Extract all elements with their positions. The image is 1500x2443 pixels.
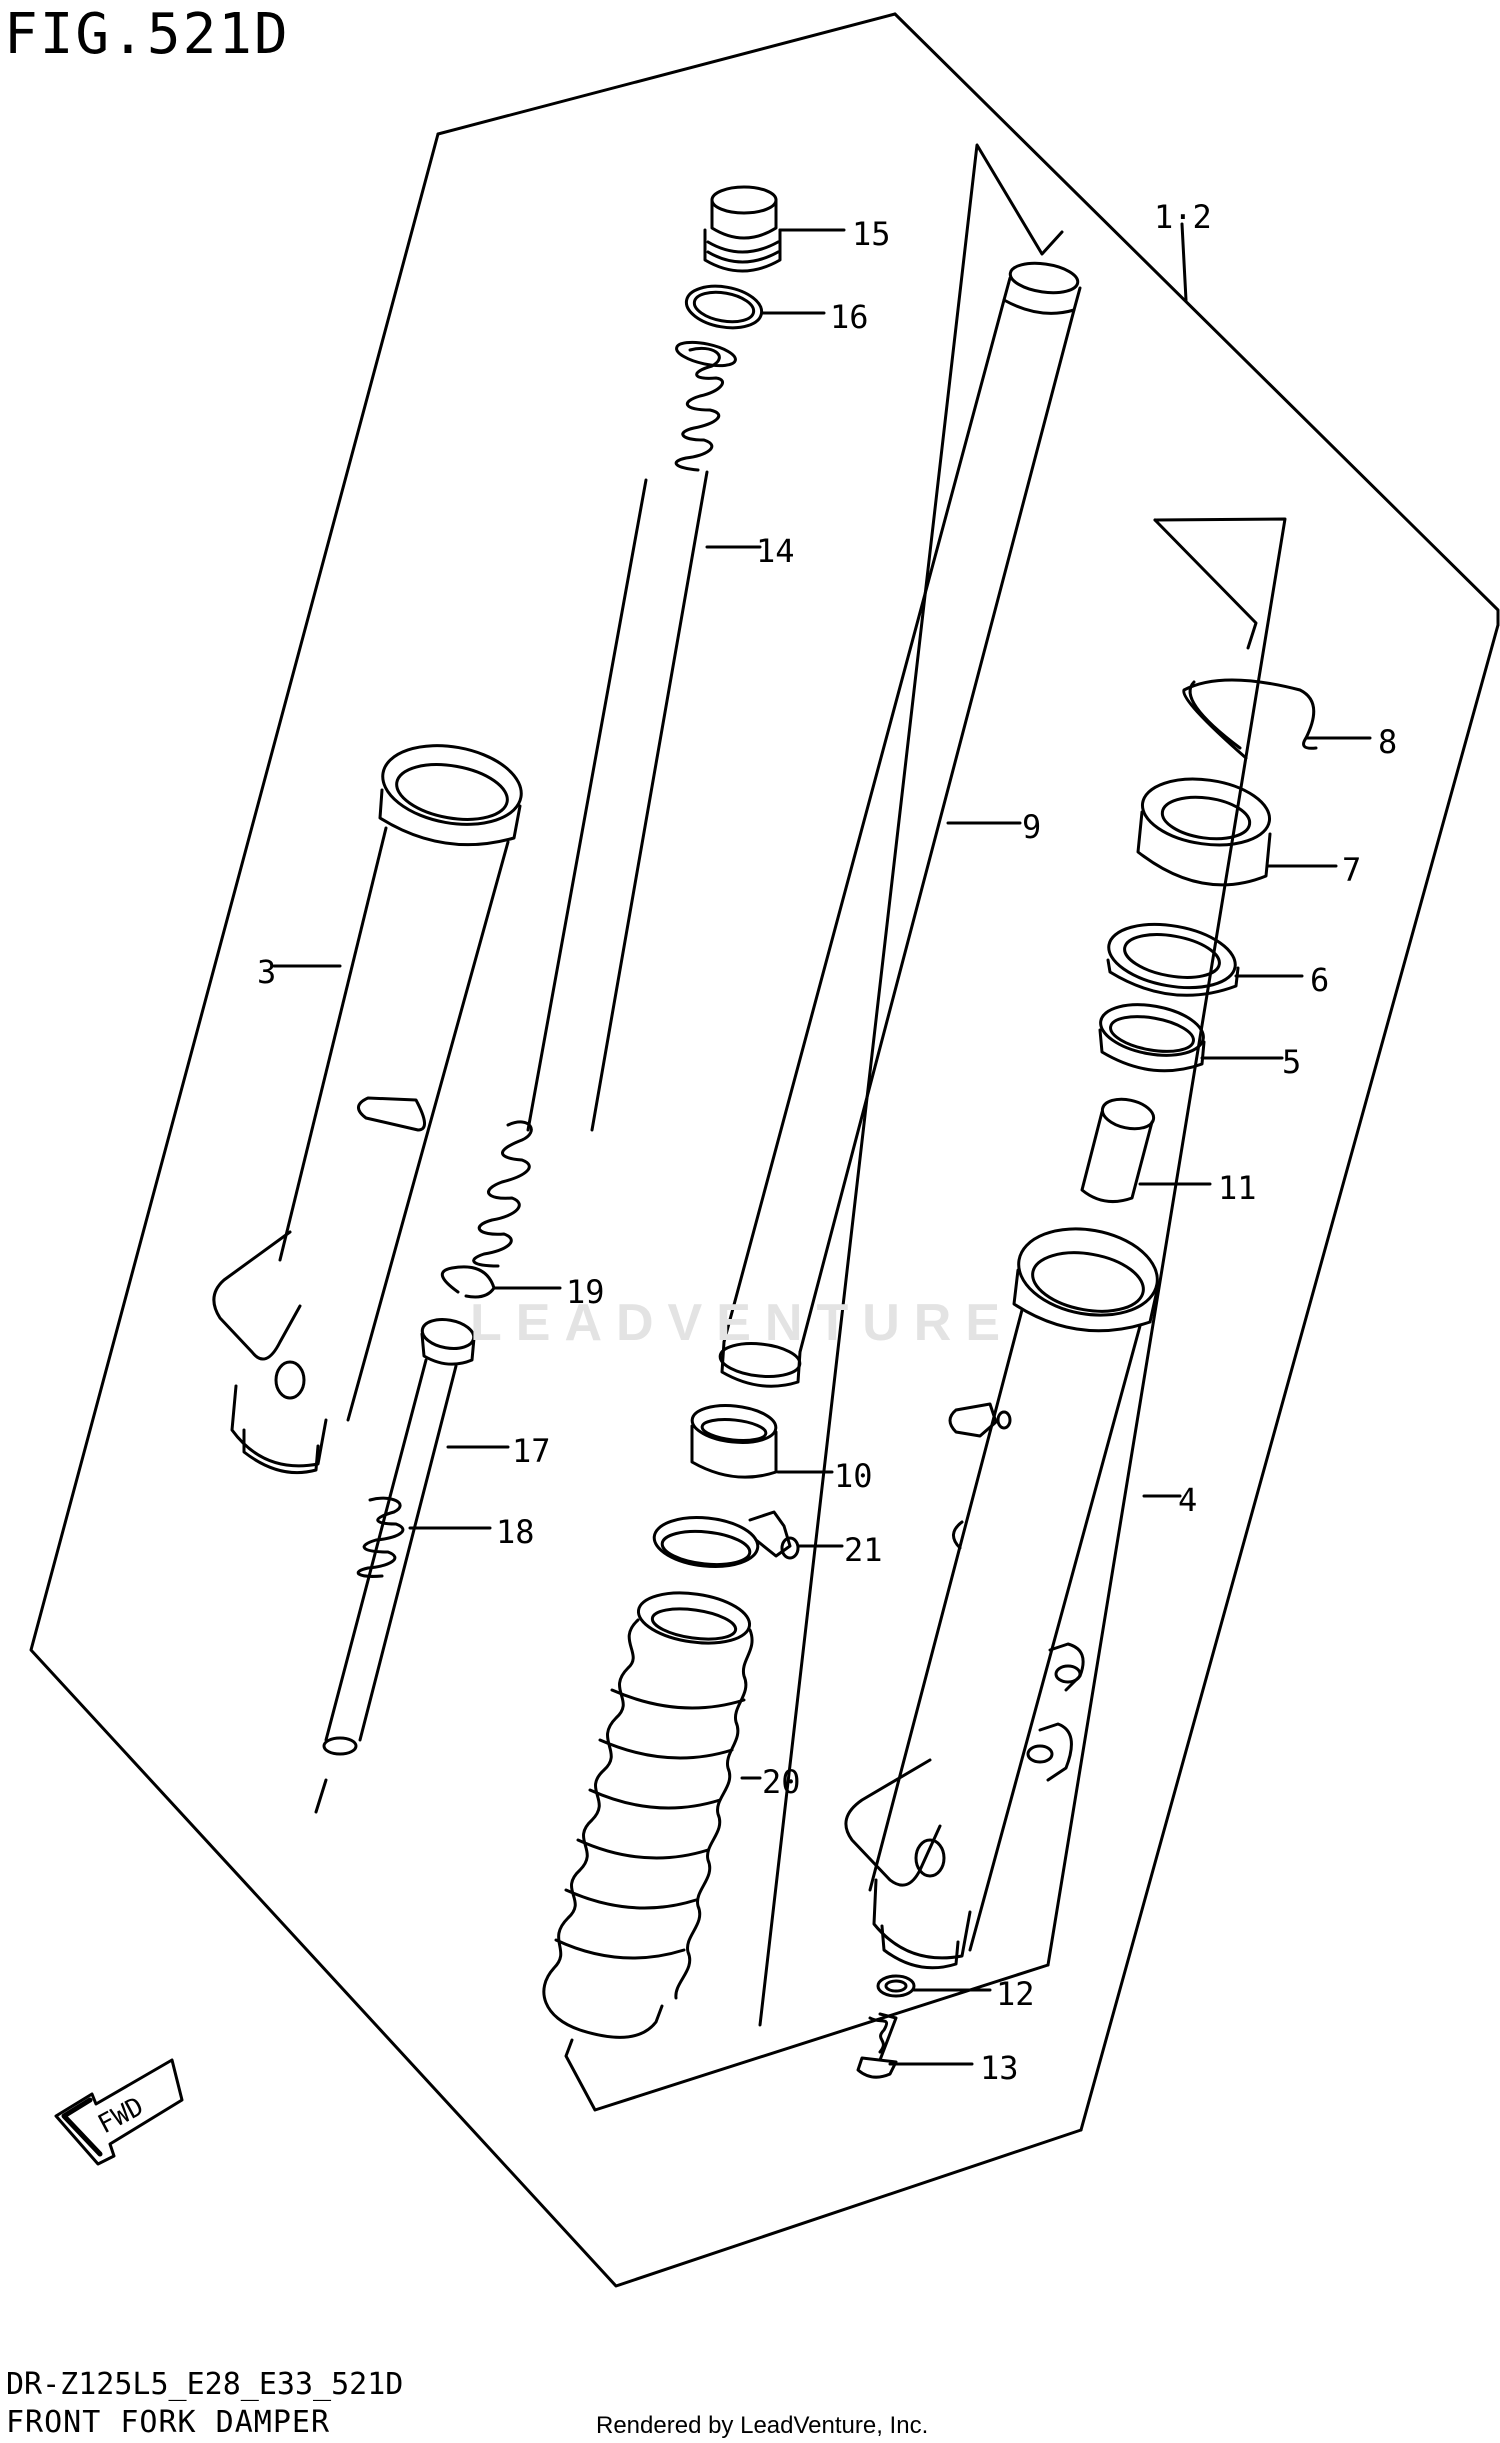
callout-18: 18 (496, 1513, 535, 1551)
inner-boundary (758, 143, 1064, 2027)
part-5-bushing (1098, 1003, 1284, 1073)
callout-19: 19 (566, 1273, 605, 1311)
callout-17: 17 (512, 1432, 551, 1470)
diagram-name: FRONT FORK DAMPER (6, 2405, 331, 2440)
part-19-snap-ring (441, 1265, 562, 1299)
assembly-boundary-right (1079, 623, 1500, 2132)
callout-7: 7 (1342, 851, 1361, 889)
part-12-gasket (876, 1974, 992, 1998)
callout-9: 9 (1022, 808, 1041, 846)
part-9-inner-tube (718, 261, 1082, 1388)
assembly-boundary-left (436, 12, 897, 136)
part-10-bushing (690, 1404, 834, 1479)
callout-11: 11 (1218, 1169, 1257, 1207)
part-21-clamp (652, 1510, 844, 1568)
callout-1-2-leader (1180, 222, 1188, 302)
callout-13: 13 (980, 2049, 1019, 2087)
assembly-boundary-lower (29, 132, 1083, 2288)
callout-3: 3 (257, 953, 276, 991)
part-17-rod (322, 1317, 510, 1756)
part-7-oil-seal (1136, 777, 1338, 887)
fwd-label: FWD (93, 2092, 149, 2141)
inner-boundary-top (1153, 518, 1258, 650)
part-6-washer (1106, 922, 1304, 997)
inner-boundary-lower (564, 1963, 1050, 2112)
callout-20: 20 (762, 1763, 801, 1801)
callout-4: 4 (1178, 1481, 1197, 1519)
callout-8: 8 (1378, 723, 1397, 761)
part-20-dust-boot (542, 1591, 762, 2039)
model-code: DR-Z125L5_E28_E33_521D (6, 2367, 404, 2402)
callout-12: 12 (996, 1975, 1035, 2013)
callout-5: 5 (1282, 1043, 1301, 1081)
callout-10: 10 (834, 1457, 873, 1495)
rendered-by-credit: Rendered by LeadVenture, Inc. (596, 2412, 929, 2439)
part-3-outer-tube (212, 744, 523, 1475)
part-14-damper-rod (472, 340, 762, 1268)
watermark: LEADVENTURE (470, 1294, 1015, 1352)
part-16-o-ring (684, 284, 826, 330)
callout-21: 21 (844, 1531, 883, 1569)
figure-title: FIG.521D (4, 2, 290, 67)
boundary-dash (314, 1778, 328, 1814)
callout-14: 14 (756, 532, 795, 570)
part-13-bolt (856, 2012, 974, 2079)
inner-boundary-right (1046, 517, 1287, 1967)
part-8-clip (1182, 678, 1372, 760)
callout-16: 16 (830, 298, 869, 336)
fwd-arrow-icon: FWD (54, 2058, 184, 2166)
callout-1-2: 1·2 (1154, 198, 1212, 236)
callout-15: 15 (852, 215, 891, 253)
callout-labels: 1·2 3 4 5 6 7 8 9 10 11 12 13 14 15 16 1… (257, 198, 1397, 2087)
assembly-boundary (893, 12, 1500, 627)
part-15-cap-bolt (703, 185, 846, 273)
part-4-outer-tube (844, 1227, 1182, 1970)
callout-6: 6 (1310, 961, 1329, 999)
part-18-spring (356, 1496, 492, 1578)
part-11-oil-lock (1080, 1097, 1212, 1204)
